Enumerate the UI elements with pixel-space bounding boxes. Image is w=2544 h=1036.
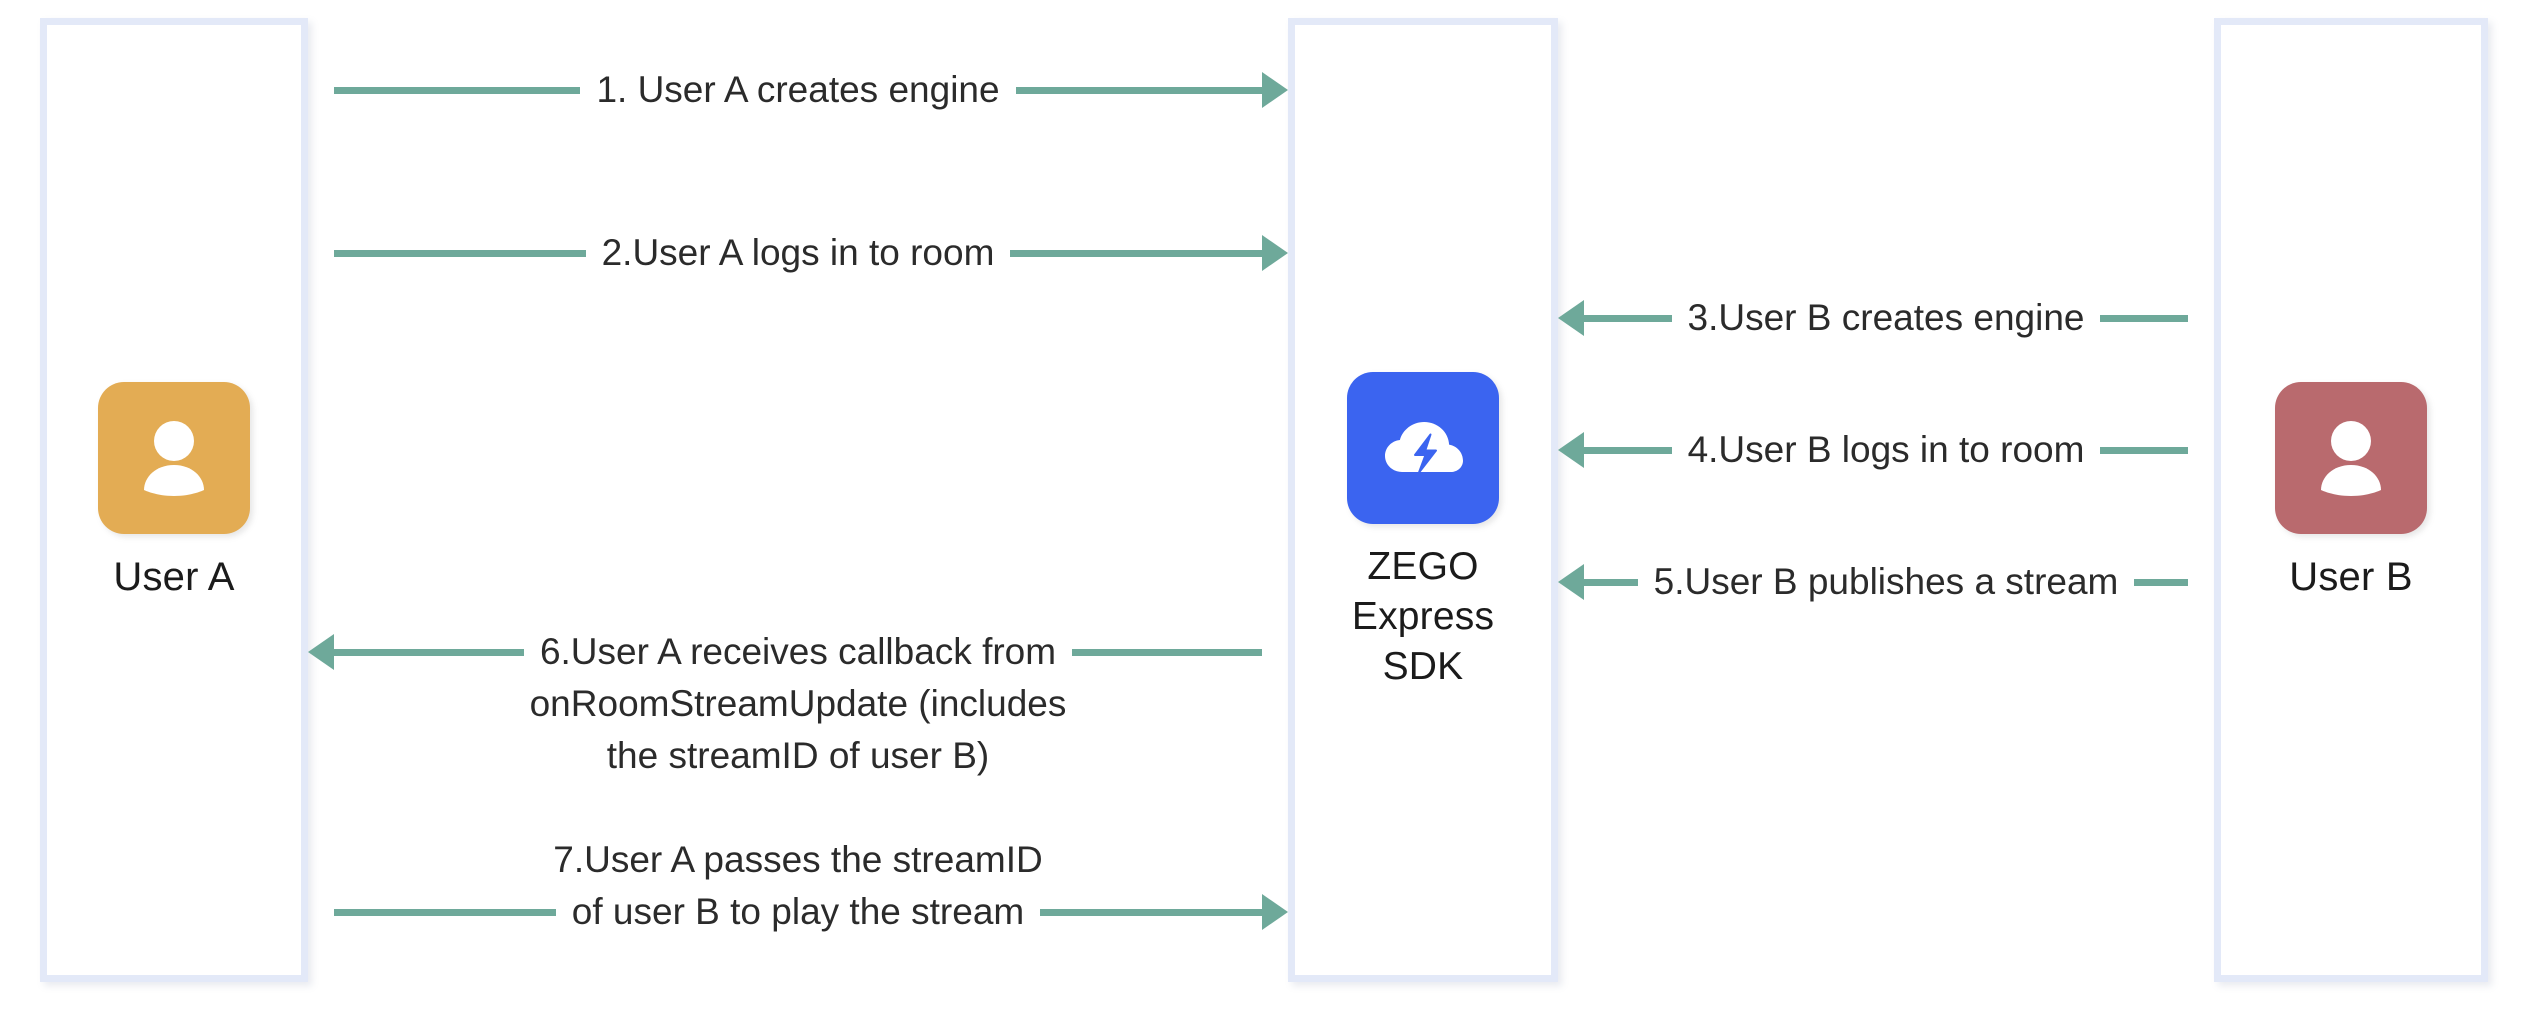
message-2: 2.User A logs in to room bbox=[308, 229, 1288, 277]
arrow-line-right bbox=[1072, 648, 1263, 656]
message-3: 3.User B creates engine bbox=[1558, 294, 2214, 342]
actor-user-b: User B bbox=[2222, 382, 2480, 601]
arrow-line-right bbox=[2100, 314, 2188, 322]
message-6-label-line2: onRoomStreamUpdate (includes bbox=[529, 683, 1067, 725]
arrow-line-left bbox=[334, 249, 586, 257]
message-1: 1. User A creates engine bbox=[308, 66, 1289, 114]
arrow-line-right bbox=[1040, 908, 1262, 916]
arrowhead-right-icon bbox=[1262, 235, 1288, 272]
arrowhead-left-icon bbox=[1558, 432, 1584, 469]
message-2-row: 2.User A logs in to room bbox=[308, 229, 1288, 277]
message-4: 4.User B logs in to room bbox=[1558, 426, 2214, 474]
arrow-line-left bbox=[1584, 314, 1672, 322]
arrowhead-right-icon bbox=[1262, 894, 1288, 931]
arrow-line-right bbox=[1015, 86, 1263, 94]
arrow-line-left bbox=[1584, 446, 1672, 454]
message-5-row: 5.User B publishes a stream bbox=[1558, 558, 2214, 606]
arrow-line-right bbox=[2134, 578, 2189, 586]
message-6-label-line1: 6.User A receives callback from bbox=[539, 631, 1057, 672]
arrow-line-left bbox=[334, 648, 524, 656]
message-2-label: 2.User A logs in to room bbox=[601, 232, 995, 273]
message-1-label: 1. User A creates engine bbox=[596, 69, 1000, 110]
message-6-row: 6.User A receives callback from bbox=[308, 628, 1288, 676]
message-4-label: 4.User B logs in to room bbox=[1687, 429, 2085, 470]
actor-label-user-a: User A bbox=[113, 555, 235, 599]
arrow-line-left bbox=[334, 86, 581, 94]
actor-user-a: User A bbox=[48, 382, 300, 601]
zego-cloud-bolt-icon bbox=[1347, 372, 1499, 524]
arrow-line-right bbox=[1010, 249, 1262, 257]
arrowhead-left-icon bbox=[1558, 564, 1584, 601]
actor-label-zego-sdk: ZEGO Express SDK bbox=[1351, 545, 1495, 688]
arrowhead-left-icon bbox=[308, 634, 334, 671]
arrow-line-right bbox=[2100, 446, 2189, 454]
message-6: 6.User A receives callback from onRoomSt… bbox=[308, 628, 1288, 780]
arrowhead-left-icon bbox=[1558, 300, 1584, 337]
arrowhead-right-icon bbox=[1262, 72, 1289, 109]
message-1-row: 1. User A creates engine bbox=[308, 66, 1289, 114]
arrow-line-left bbox=[1584, 578, 1638, 586]
actor-zego-sdk: ZEGO Express SDK bbox=[1296, 372, 1550, 692]
user-avatar-icon bbox=[98, 382, 250, 534]
message-7-label-line2: of user B to play the stream bbox=[571, 891, 1025, 933]
message-5-label: 5.User B publishes a stream bbox=[1653, 561, 2119, 602]
actor-label-user-b: User B bbox=[2289, 555, 2413, 599]
message-3-row: 3.User B creates engine bbox=[1558, 294, 2214, 342]
message-7-row: of user B to play the stream bbox=[308, 888, 1288, 936]
message-5: 5.User B publishes a stream bbox=[1558, 558, 2214, 606]
user-avatar-icon bbox=[2275, 382, 2427, 534]
message-7-label-line1: 7.User A passes the streamID bbox=[553, 839, 1043, 880]
arrow-line-left bbox=[334, 908, 556, 916]
message-6-label-line3: the streamID of user B) bbox=[606, 735, 990, 777]
message-4-row: 4.User B logs in to room bbox=[1558, 426, 2214, 474]
message-7: 7.User A passes the streamID of user B t… bbox=[308, 832, 1288, 936]
message-3-label: 3.User B creates engine bbox=[1687, 297, 2085, 338]
